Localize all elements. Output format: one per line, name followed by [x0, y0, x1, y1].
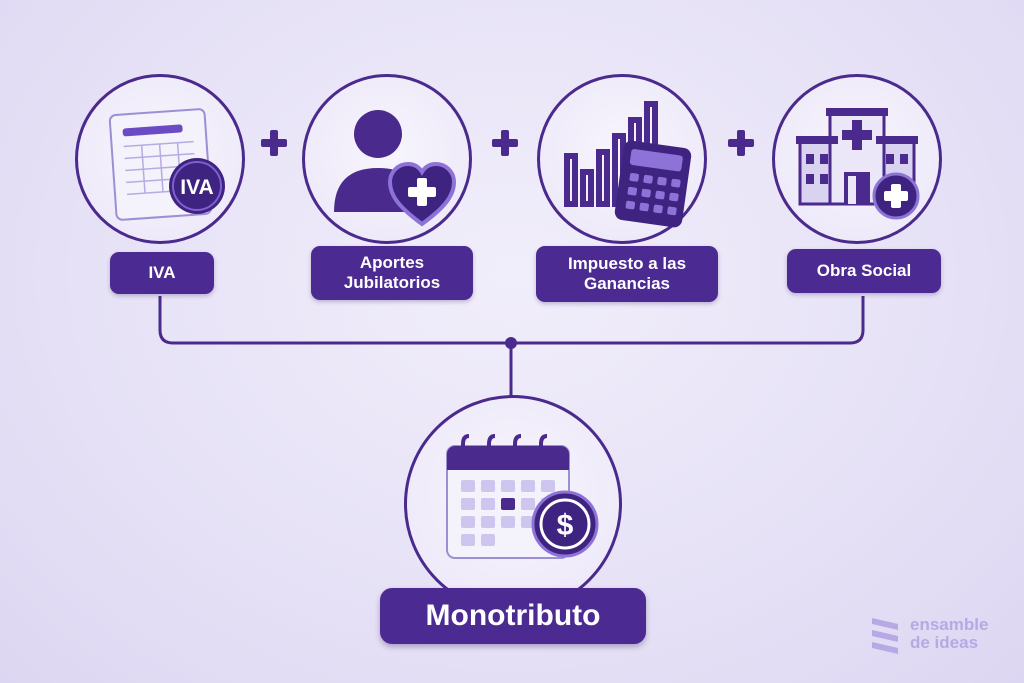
- brand-line1: ensamble: [910, 615, 989, 634]
- label-obra-social-text: Obra Social: [816, 261, 912, 280]
- person-heart-icon: [334, 110, 457, 227]
- label-ganancias-line2: Ganancias: [584, 274, 670, 293]
- monotributo-label: Monotributo: [380, 588, 646, 644]
- plus-icon: [261, 130, 287, 156]
- ensamble-logo-icon: [872, 618, 898, 654]
- iva-circle: IVA: [75, 74, 245, 244]
- label-iva: IVA: [110, 252, 214, 294]
- label-iva-text: IVA: [148, 263, 176, 282]
- bar-chart-calculator-icon: [564, 101, 692, 228]
- dollar-badge-text: $: [557, 509, 574, 542]
- label-aportes-line1: Aportes: [359, 253, 425, 272]
- ganancias-circle: [537, 74, 707, 244]
- label-aportes: Aportes Jubilatorios: [311, 246, 473, 300]
- monotributo-circle: $: [404, 395, 622, 613]
- obra-social-circle: [772, 74, 942, 244]
- iva-form-icon: IVA: [108, 108, 225, 221]
- label-ganancias-line1: Impuesto a las: [567, 254, 687, 273]
- plus-icon: [492, 130, 518, 156]
- monotributo-label-text: Monotributo: [425, 599, 601, 632]
- iva-badge-text: IVA: [180, 176, 213, 199]
- label-obra-social: Obra Social: [787, 249, 941, 293]
- hospital-icon: [796, 108, 920, 220]
- brand-line2: de ideas: [910, 633, 979, 652]
- label-ganancias: Impuesto a las Ganancias: [536, 246, 718, 302]
- calendar-dollar-icon: $: [446, 434, 599, 559]
- plus-icon: [728, 130, 754, 156]
- aportes-circle: [302, 74, 472, 244]
- brand-logo: ensamble de ideas: [868, 614, 988, 654]
- label-aportes-line2: Jubilatorios: [343, 273, 441, 292]
